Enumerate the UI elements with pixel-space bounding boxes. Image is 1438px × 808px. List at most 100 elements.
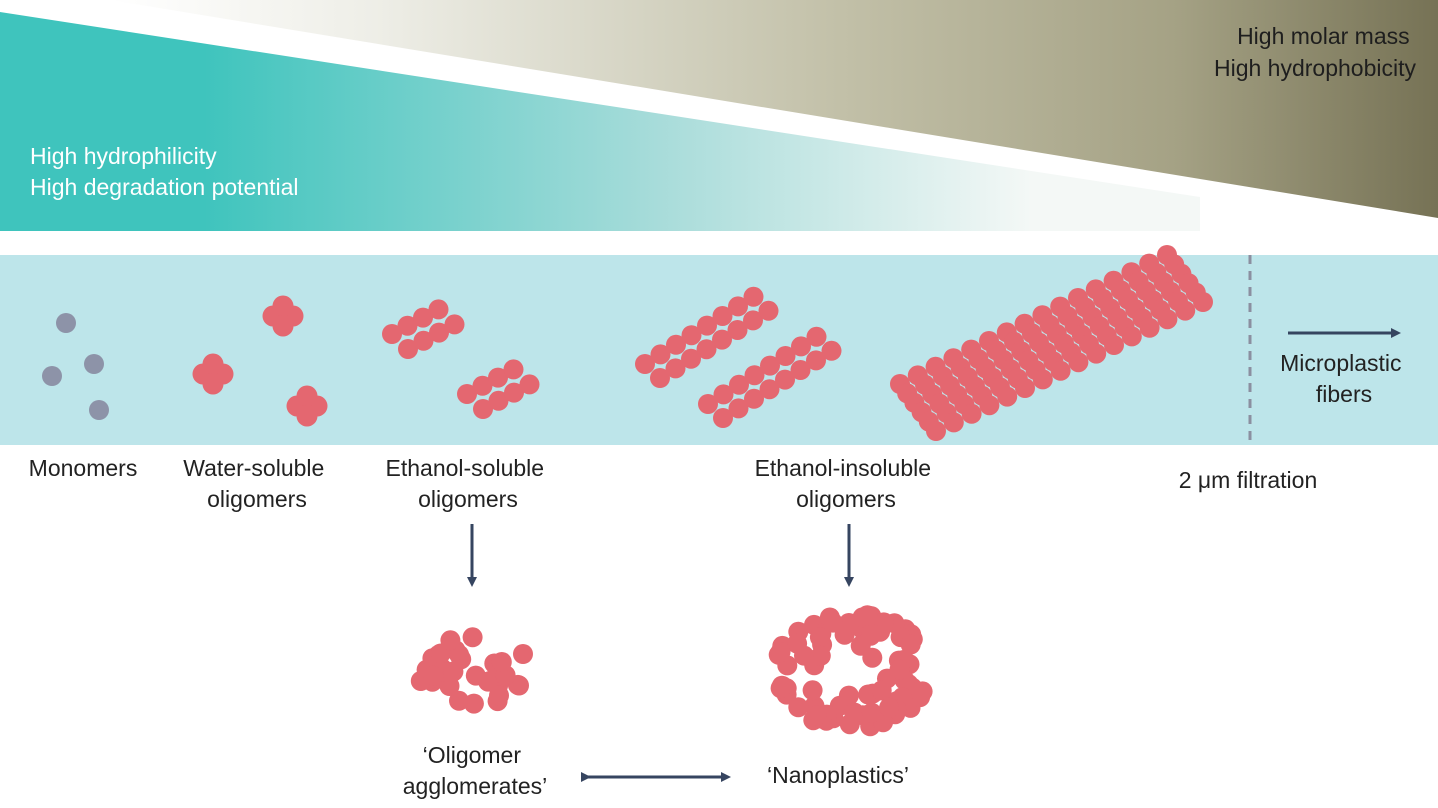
agglomerate-bead	[443, 661, 464, 682]
oligomer-bead	[943, 412, 964, 433]
water-soluble-label: Water-soluble oligomers	[183, 455, 330, 512]
oligomer-bead	[1050, 360, 1071, 381]
oligomer-bead	[821, 340, 842, 361]
oligomer-agglomerates-label: ‘Oligomer agglomerates’	[403, 742, 547, 799]
monomer-particle	[84, 354, 104, 374]
ethanol-insoluble-label: Ethanol-insoluble oligomers	[755, 455, 938, 512]
nanoplastic-bead	[871, 680, 892, 701]
nanoplastic-bead	[810, 645, 831, 666]
oligomer-bead	[488, 390, 509, 411]
oligomer-bead	[202, 353, 224, 375]
agglomerate-bead	[462, 627, 483, 648]
oligomer-bead	[696, 339, 717, 360]
oligomer-bead	[926, 421, 946, 441]
monomer-particle	[89, 400, 109, 420]
oligomer-bead	[503, 359, 524, 380]
monomer-particle	[42, 366, 62, 386]
molar-mass-label: High molar mass High hydrophobicity	[1214, 23, 1417, 81]
nanoplastic-bead	[844, 702, 865, 723]
oligomer-bead	[1193, 292, 1213, 312]
oligomer-bead	[1015, 378, 1035, 398]
oligomer-bead	[698, 394, 718, 414]
nanoplastic-bead	[861, 702, 882, 723]
monomers-label: Monomers	[29, 455, 138, 481]
particle-layer	[42, 245, 1213, 737]
nanoplastic-bead	[770, 642, 791, 663]
oligomer-bead	[1086, 343, 1107, 364]
oligomer-bead	[382, 324, 402, 344]
nanoplastic-bead	[822, 612, 843, 633]
oligomer-bead	[202, 373, 224, 395]
oligomer-bead	[1139, 317, 1160, 338]
agglomerate-bead	[513, 644, 533, 664]
oligomer-bead	[519, 374, 540, 395]
oligomer-bead	[681, 348, 701, 369]
oligomer-bead	[272, 295, 294, 317]
agglomerate-bead	[489, 685, 509, 706]
oligomer-bead	[728, 296, 748, 317]
agglomerate-bead	[423, 665, 444, 686]
hydrophilicity-wedge	[0, 12, 1200, 231]
oligomer-bead	[744, 365, 765, 386]
oligomer-bead	[272, 315, 294, 337]
nanoplastic-bead	[910, 687, 931, 708]
oligomer-bead	[790, 360, 811, 380]
oligomer-bead	[681, 325, 702, 346]
oligomer-bead	[504, 382, 524, 403]
oligomer-bead	[744, 388, 764, 409]
oligomer-bead	[457, 384, 477, 404]
agglomerate-bead	[478, 671, 498, 692]
oligomer-bead	[961, 403, 982, 424]
oligomer-bead	[650, 368, 670, 388]
agglomerate-bead	[491, 652, 512, 672]
nanoplastic-bead	[788, 697, 809, 718]
oligomer-bead	[488, 367, 508, 388]
monomer-particle	[56, 313, 76, 333]
nanoplastic-bead	[806, 705, 827, 726]
agglomerate-bead	[463, 693, 484, 714]
oligomer-bead	[635, 354, 655, 374]
ethanol-soluble-label: Ethanol-soluble oligomers	[386, 455, 551, 512]
oligomer-bead	[743, 310, 763, 331]
oligomer-bead	[397, 315, 418, 336]
oligomer-bead	[979, 395, 1000, 416]
oligomer-bead	[1121, 326, 1142, 347]
nanoplastic-bead	[794, 645, 814, 666]
oligomer-bead	[775, 346, 796, 366]
nanoplastic-bead	[879, 697, 900, 718]
oligomer-bead	[666, 334, 686, 355]
nanoplastic-bead	[838, 685, 859, 706]
nanoplastic-bead	[900, 634, 921, 655]
oligomer-bead	[1157, 309, 1178, 330]
oligomer-bead	[743, 286, 764, 307]
oligomer-bead	[759, 379, 780, 400]
oligomer-bead	[775, 369, 795, 390]
oligomer-bead	[728, 398, 749, 419]
oligomer-bead	[429, 322, 449, 343]
oligomer-bead	[806, 326, 827, 347]
oligomer-bead	[1068, 352, 1089, 373]
oligomer-bead	[650, 344, 671, 365]
oligomer-bead	[713, 408, 733, 428]
microplastic-fibers-label: Microplastic fibers	[1280, 350, 1408, 407]
nanoplastics-label: ‘Nanoplastics’	[767, 762, 909, 788]
nanoplastic-bead	[857, 605, 878, 626]
oligomer-bead	[791, 336, 811, 357]
oligomer-bead	[472, 375, 493, 396]
oligomer-bead	[713, 384, 734, 405]
agglomerate-bead	[440, 630, 461, 651]
oligomer-bead	[712, 329, 732, 350]
oligomer-bead	[296, 405, 318, 427]
oligomer-bead	[444, 314, 465, 335]
oligomer-bead	[997, 386, 1018, 407]
oligomer-bead	[758, 300, 779, 321]
oligomer-bead	[428, 299, 449, 320]
nanoplastic-bead	[802, 680, 823, 701]
nanoplastic-bead	[861, 623, 882, 644]
oligomer-bead	[665, 358, 686, 379]
filtration-label: 2 μm filtration	[1179, 467, 1318, 493]
molar-mass-wedge	[110, 0, 1438, 218]
oligomer-bead	[729, 374, 749, 395]
